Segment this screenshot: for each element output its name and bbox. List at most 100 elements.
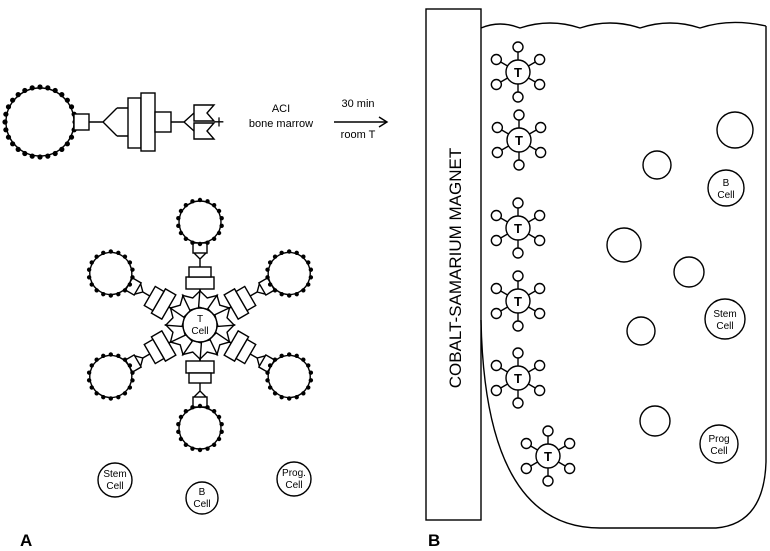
t-cell-body [535,443,561,469]
bead-particle [205,446,210,451]
bead-particle [101,394,106,400]
small-bead [512,41,524,53]
bead-particle [279,353,284,359]
bead-particle [5,134,12,140]
bead-particle [306,363,311,368]
stem-cell-label-line1: Stem [713,309,736,320]
rosette-arm [86,249,185,321]
bead-particle [219,215,224,221]
bead-tether [528,77,536,83]
t-cell-label: T [514,371,522,386]
bead-particle [108,293,113,298]
bead-particle [279,250,284,256]
bead-particle [279,291,284,297]
antibody-fork [193,252,207,267]
bead-particle [5,104,12,110]
stem-cell-circle [704,298,746,340]
small-bead [533,53,546,66]
bead-particle [108,352,113,357]
rosette-arms [86,197,314,453]
bead-tether [501,145,509,151]
small-bead [512,91,524,103]
reagent-label-line2: bone marrow [249,118,313,130]
bead-tether [500,61,508,67]
bead-particle [15,146,21,152]
bead-particle [86,267,92,272]
rosette-arm [176,343,224,453]
magnet-bar [425,8,482,521]
b-cell: B Cell [707,169,745,207]
arrow-label-time: 30 min [341,98,374,110]
bead-particle [308,275,314,280]
bead-tether [500,383,508,389]
bead-particle [301,254,306,259]
magnetic-bead [5,87,75,157]
bead-particle [178,414,184,420]
antibody-fork [193,383,207,398]
captured-t-cell: T [520,425,576,487]
bead-tether [500,233,508,239]
bead-particle [301,391,306,396]
bead-particle [122,254,128,259]
bead-particle [101,291,106,297]
prog-cell-label-line2: Cell [710,446,727,457]
bead-particle [216,436,222,442]
small-bead [563,462,576,475]
bead-tether [528,233,536,239]
magnetic-bead-antibody-conjugate [2,84,216,160]
bead-particle [127,385,133,390]
bead-surface-particles [2,84,78,160]
prog-cell-circle [276,461,312,497]
bead-particle [22,87,28,94]
bead-particle [190,405,195,410]
bead-particle [279,394,284,400]
bead-particle [108,249,113,254]
small-bead [512,320,524,332]
antibody-stem-left [127,97,142,149]
bead-particle [178,230,184,236]
bead-particle [68,104,75,110]
small-bead [491,121,504,134]
captured-t-cell: T [490,197,546,259]
bead-tether [500,217,508,223]
small-bead [533,307,546,320]
t-cell-label: T [515,133,523,148]
captured-t-cells: T T T T T T [490,41,576,487]
bead-particle [52,150,58,157]
bead-particle [183,202,189,208]
bead-particle [45,153,51,159]
b-cell-circle [185,481,219,515]
vessel-bottom [480,319,767,529]
t-cell-body [505,365,531,391]
small-bead [533,384,546,397]
magnetic-bead [178,406,222,450]
bead-tether [500,367,508,373]
reagent-label-line1: ACI [272,103,290,115]
t-cell-label: T [514,294,522,309]
bead-particle [94,254,99,259]
bead-particle [59,146,65,152]
bead-particle [122,357,128,362]
bead-particle [37,154,43,160]
bead-particle [127,282,133,287]
t-cell-center [182,307,218,343]
bead-particle [190,199,195,204]
antibody-fab-bottom [193,122,216,140]
small-bead [490,234,503,247]
bead-tether [528,290,536,296]
bead-tether [501,129,509,135]
bead-particle [267,282,273,287]
bead-particle [29,85,35,91]
bead-particle [308,370,314,375]
bead-particle [265,370,270,375]
bead-particle [183,408,189,414]
t-cell-body [506,127,532,153]
t-cell-label: T [544,449,552,464]
liquid-surface [480,21,767,29]
antibody-hinge-block [188,372,212,384]
captured-t-cell: T [490,41,546,103]
bead-particle [176,215,181,221]
bead-particle [306,282,311,287]
panel-a: + ACI bone marrow 30 min room T T Cell S… [2,84,389,550]
small-bead [512,197,524,209]
